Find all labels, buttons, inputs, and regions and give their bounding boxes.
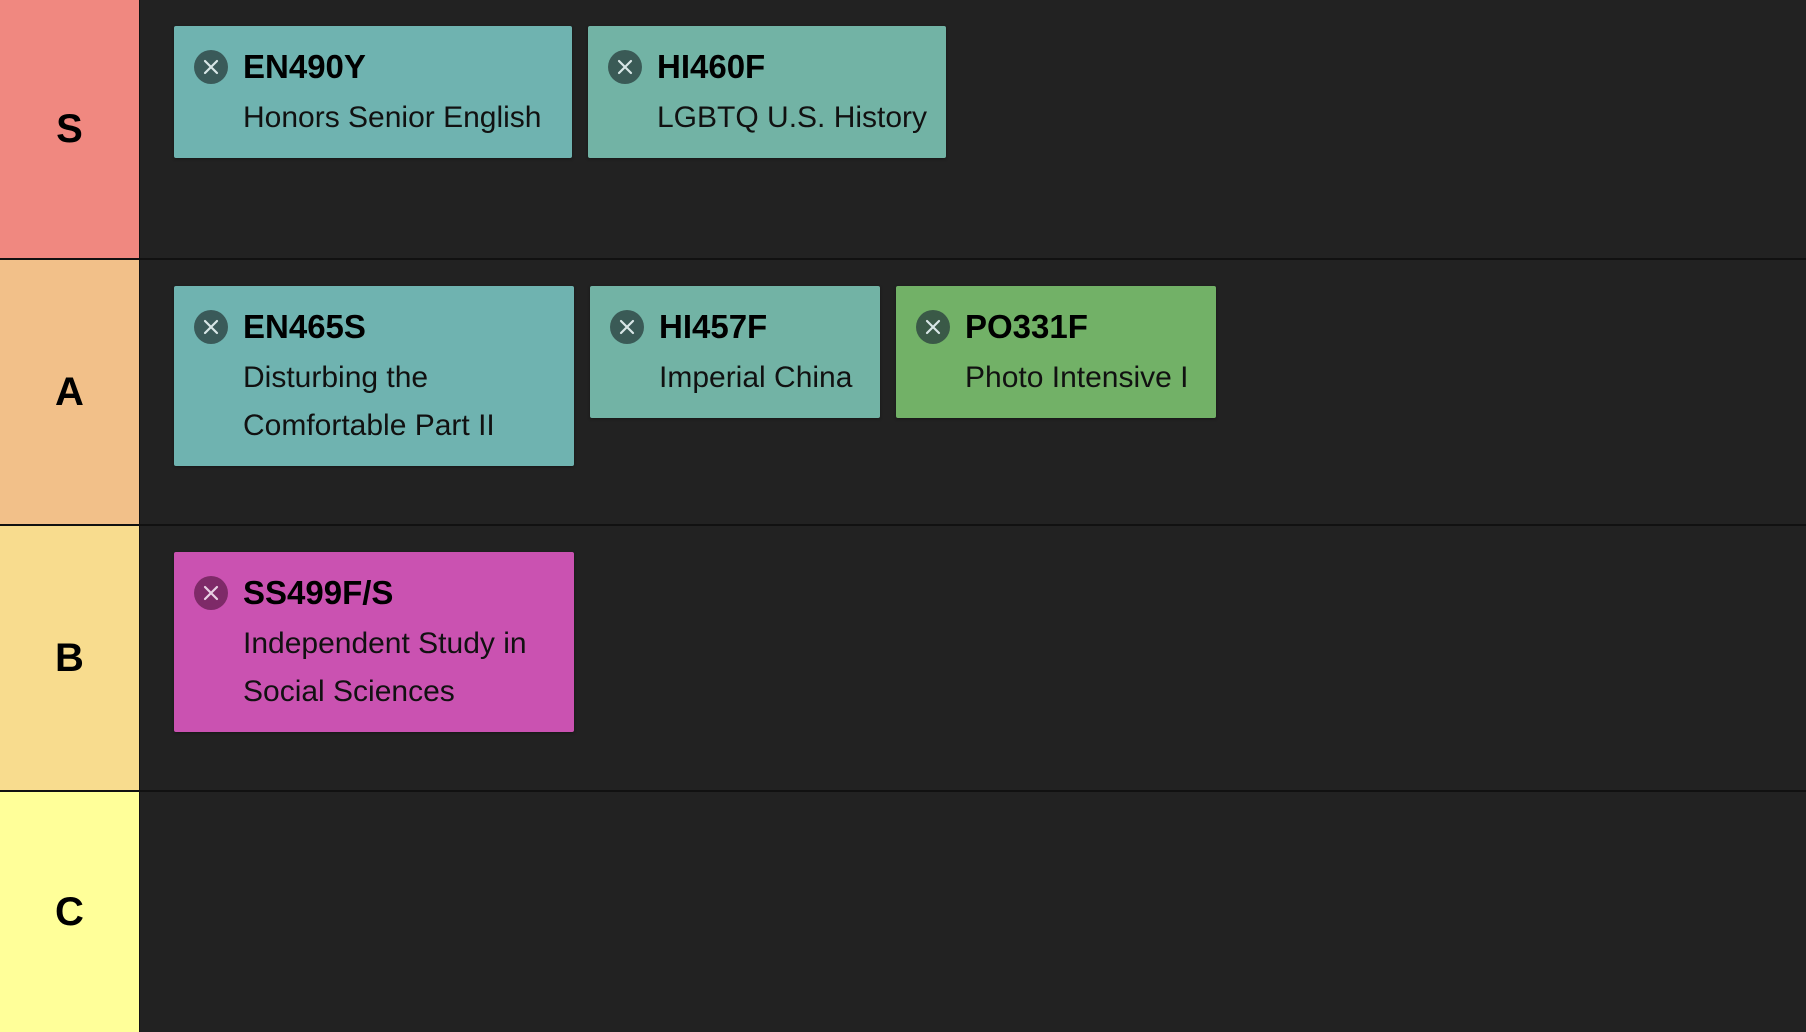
close-icon[interactable] xyxy=(194,576,228,610)
course-name: Independent Study in Social Sciences xyxy=(243,620,558,716)
course-name-line: Social Sciences xyxy=(243,675,455,708)
tier-label-s: S xyxy=(0,0,140,258)
close-icon[interactable] xyxy=(194,310,228,344)
course-card-hi457f[interactable]: HI457F Imperial China xyxy=(590,286,880,418)
course-name: Honors Senior English xyxy=(243,101,542,134)
course-code: EN490Y xyxy=(243,48,366,85)
course-code: HI460F xyxy=(657,48,766,85)
tier-label-b: B xyxy=(0,526,140,790)
course-card-po331f[interactable]: PO331F Photo Intensive I xyxy=(896,286,1216,418)
tier-dropzone-s[interactable]: EN490Y Honors Senior English HI460F LGBT… xyxy=(140,0,1806,258)
close-icon[interactable] xyxy=(916,310,950,344)
tier-dropzone-a[interactable]: EN465S Disturbing the Comfortable Part I… xyxy=(140,260,1806,524)
course-name: Imperial China xyxy=(659,361,853,394)
tier-label-a: A xyxy=(0,260,140,524)
course-name: LGBTQ U.S. History xyxy=(657,101,928,134)
tier-row-s: S EN490Y Honors Senior English HI460F LG… xyxy=(0,0,1806,260)
course-name-line: Disturbing the xyxy=(243,361,429,394)
close-icon[interactable] xyxy=(610,310,644,344)
course-code: SS499F/S xyxy=(243,574,394,611)
tier-dropzone-b[interactable]: SS499F/S Independent Study in Social Sci… xyxy=(140,526,1806,790)
tier-row-a: A EN465S Disturbing the Comfortable Part… xyxy=(0,260,1806,526)
course-card-hi460f[interactable]: HI460F LGBTQ U.S. History xyxy=(588,26,946,158)
tier-label-c: C xyxy=(0,792,140,1032)
course-name: Photo Intensive I xyxy=(965,361,1189,394)
tier-row-b: B SS499F/S Independent Study in Social S… xyxy=(0,526,1806,792)
close-icon[interactable] xyxy=(194,50,228,84)
course-card-ss499fs[interactable]: SS499F/S Independent Study in Social Sci… xyxy=(174,552,574,732)
course-name-line: Independent Study in xyxy=(243,627,527,660)
course-card-en465s[interactable]: EN465S Disturbing the Comfortable Part I… xyxy=(174,286,574,466)
course-card-en490y[interactable]: EN490Y Honors Senior English xyxy=(174,26,572,158)
course-code: EN465S xyxy=(243,308,366,345)
tier-dropzone-c[interactable] xyxy=(140,792,1806,1032)
close-icon[interactable] xyxy=(608,50,642,84)
tier-row-c: C xyxy=(0,792,1806,1032)
course-code: PO331F xyxy=(965,308,1088,345)
course-name: Disturbing the Comfortable Part II xyxy=(243,354,558,450)
course-name-line: Comfortable Part II xyxy=(243,409,495,442)
course-code: HI457F xyxy=(659,308,768,345)
